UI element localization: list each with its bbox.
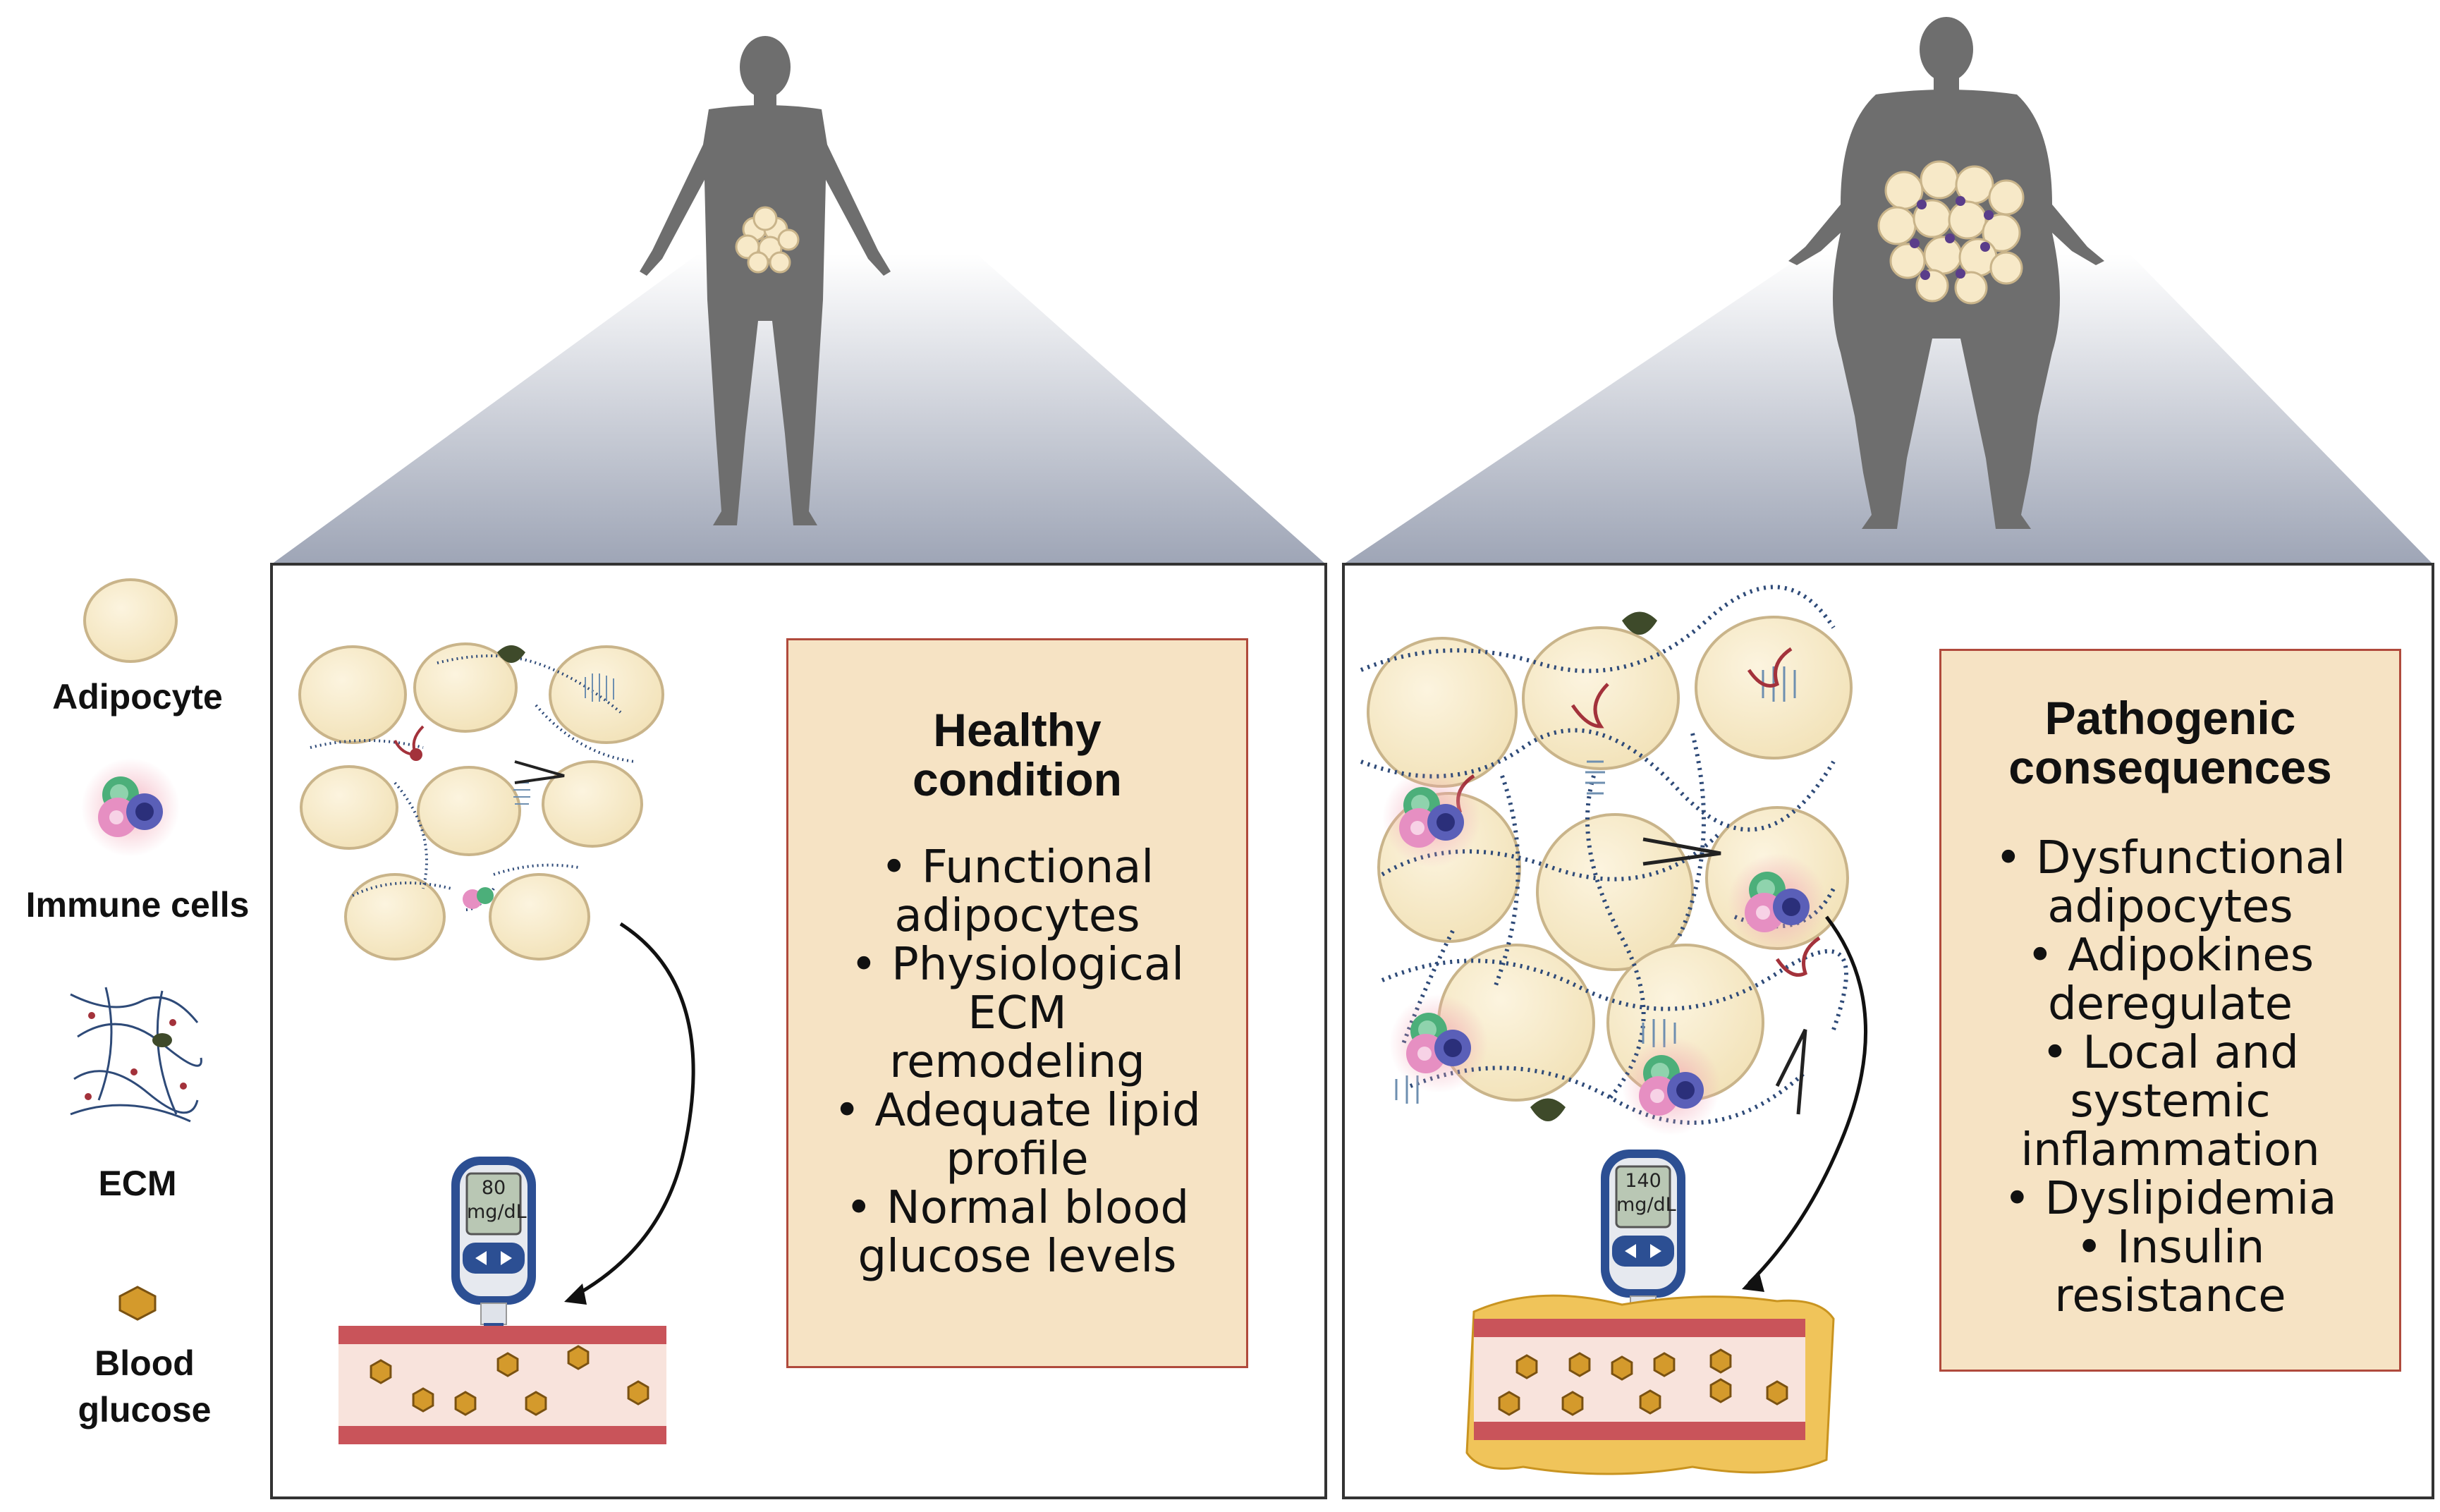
- healthy-item: ECM: [968, 987, 1067, 1040]
- healthy-vessel-wall-top: [338, 1326, 666, 1344]
- healthy-meter-value: 80: [481, 1177, 506, 1199]
- pathogenic-item: • Dyslipidemia: [2003, 1173, 2337, 1225]
- glucose-particle: [1653, 1352, 1676, 1377]
- pathogenic-vessel-wall-top: [1474, 1319, 1805, 1337]
- healthy-flow-arrow: [570, 922, 695, 1300]
- healthy-item: adipocytes: [894, 890, 1140, 942]
- glucose-particle: [370, 1359, 392, 1384]
- pathogenic-title: Pathogenic consequences: [1941, 693, 2399, 792]
- glucose-particle: [1515, 1354, 1538, 1379]
- healthy-info-box: Healthy condition • Functional adipocyte…: [786, 638, 1248, 1368]
- legend-ecm-label: ECM: [98, 1164, 177, 1203]
- pathogenic-vessel-lumen: [1474, 1337, 1805, 1422]
- healthy-title: Healthy condition: [788, 705, 1246, 804]
- pathogenic-info-box: Pathogenic consequences • Dysfunctional …: [1939, 649, 2401, 1372]
- glucose-particle: [496, 1352, 519, 1377]
- legend-blood-glucose-label: Blood glucose: [11, 1340, 279, 1433]
- pathogenic-item: • Dysfunctional: [1994, 832, 2346, 884]
- healthy-item: remodeling: [889, 1036, 1145, 1088]
- pathogenic-item: resistance: [2054, 1270, 2286, 1322]
- healthy-title-line1: Healthy: [933, 704, 1102, 756]
- healthy-meter-unit: mg/dL: [467, 1201, 527, 1223]
- pathogenic-meter-unit: mg/dL: [1616, 1194, 1676, 1216]
- glucose-particle: [1709, 1378, 1732, 1403]
- healthy-item: • Physiological: [850, 939, 1184, 991]
- pathogenic-item: systemic: [2070, 1075, 2271, 1128]
- healthy-title-line2: condition: [913, 753, 1122, 805]
- healthy-red-protein: [394, 725, 425, 761]
- pathogenic-immune-cluster-1: [1382, 769, 1481, 867]
- pathogenic-item: • Adipokines: [2026, 929, 2314, 982]
- glucose-particle: [1709, 1348, 1732, 1374]
- obese-fat-immune-dots: [1910, 196, 1994, 280]
- pathogenic-item: adipocytes: [2047, 881, 2293, 933]
- healthy-item: • Functional: [880, 841, 1154, 894]
- healthy-item: profile: [946, 1133, 1089, 1185]
- healthy-item: • Normal blood: [845, 1182, 1190, 1234]
- healthy-vessel-wall-bottom: [338, 1426, 666, 1444]
- healthy-glucose-particles: [370, 1345, 649, 1416]
- pathogenic-item: • Local and: [2042, 1027, 2299, 1079]
- pathogenic-immune-cluster-3: [1728, 853, 1826, 952]
- healthy-flow-arrowhead: [564, 1284, 587, 1305]
- glucose-particle: [1568, 1352, 1591, 1377]
- healthy-items-list: • Functional adipocytes • Physiological …: [788, 843, 1246, 1281]
- legend-adipocyte-label: Adipocyte: [52, 677, 223, 717]
- legend-ecm-icon: [70, 987, 202, 1123]
- glucose-particle: [1766, 1380, 1788, 1406]
- glucose-particle: [1498, 1391, 1520, 1416]
- pathogenic-item: deregulate: [2048, 978, 2293, 1030]
- legend-ecm-protein-marks: [85, 1012, 187, 1100]
- healthy-ecm-fibers: [310, 654, 635, 911]
- healthy-small-immune-cells: [463, 887, 494, 909]
- legend-glucose-label: glucose: [78, 1390, 212, 1429]
- legend-glucose-icon: [118, 1286, 157, 1321]
- glucose-particle: [567, 1345, 590, 1370]
- pathogenic-flow-arrow: [1747, 915, 1867, 1285]
- pathogenic-immune-cluster-2: [1389, 994, 1488, 1093]
- legend-immune-cells-icon: [81, 758, 180, 857]
- healthy-item: glucose levels: [858, 1231, 1177, 1283]
- pathogenic-title-line2: consequences: [2008, 741, 2332, 793]
- healthy-ecm-collagen: [497, 645, 525, 663]
- legend-immune-cells-label: Immune cells: [25, 885, 250, 925]
- legend-blood-label: Blood: [94, 1343, 195, 1383]
- healthy-item: • Adequate lipid: [834, 1085, 1201, 1137]
- healthy-ecm-crosslink: [514, 760, 565, 784]
- legend-adipocyte-icon: [83, 578, 178, 663]
- lean-fat-cluster: [735, 206, 800, 274]
- glucose-particle: [454, 1391, 477, 1416]
- pathogenic-glucose-particles: [1498, 1348, 1788, 1416]
- pathogenic-item: • Insulin: [2075, 1221, 2265, 1274]
- legend-ecm-collagen-icon: [152, 1033, 172, 1047]
- pathogenic-vessel-wall-bottom: [1474, 1422, 1805, 1440]
- pathogenic-items-list: • Dysfunctional adipocytes • Adipokines …: [1941, 834, 2399, 1321]
- pathogenic-flow-arrowhead: [1742, 1271, 1764, 1292]
- glucose-particle: [525, 1391, 547, 1416]
- obese-fat-cluster: [1877, 160, 2025, 305]
- glucose-particle: [1561, 1391, 1584, 1416]
- pathogenic-immune-cluster-4: [1622, 1037, 1721, 1135]
- pathogenic-item: inflammation: [2020, 1124, 2320, 1176]
- glucose-particle: [412, 1387, 434, 1413]
- pathogenic-meter-value: 140: [1625, 1170, 1661, 1192]
- glucose-particle: [1639, 1389, 1661, 1415]
- pathogenic-ecm-collagen: [1530, 611, 1657, 1121]
- glucose-particle: [1611, 1355, 1633, 1381]
- healthy-meter-readout: 80 mg/dL: [467, 1176, 527, 1224]
- pathogenic-title-line1: Pathogenic: [2044, 692, 2296, 744]
- glucose-particle: [627, 1380, 649, 1406]
- pathogenic-ecm-crosslinks: [1642, 837, 1807, 1115]
- pathogenic-meter-readout: 140 mg/dL: [1616, 1169, 1676, 1217]
